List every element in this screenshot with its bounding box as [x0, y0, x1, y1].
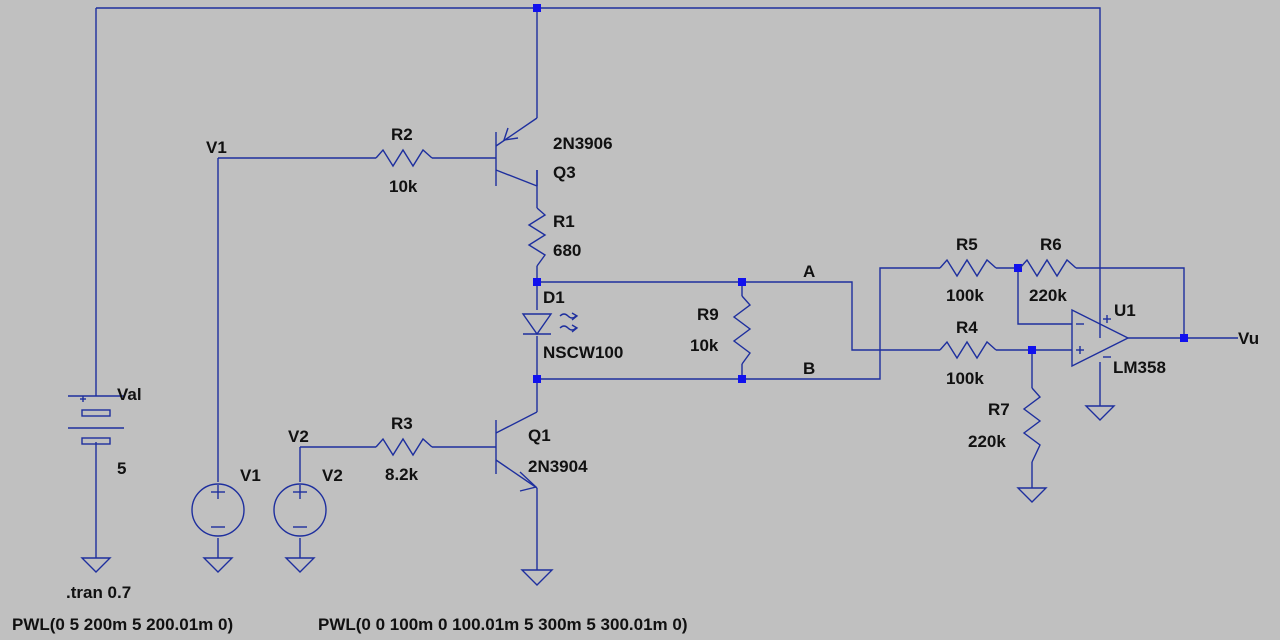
label-r5-value: 100k — [946, 286, 984, 305]
label-r6-value: 220k — [1029, 286, 1067, 305]
label-net-b: B — [803, 359, 815, 378]
wire-inv-input — [1017, 268, 1072, 325]
junction-top — [533, 4, 541, 12]
wire-top-rail — [96, 7, 1101, 338]
ground-r7 — [1016, 487, 1048, 503]
label-v1-name: V1 — [240, 466, 261, 485]
label-r1-name: R1 — [553, 212, 575, 231]
resistor-r1[interactable] — [527, 207, 547, 267]
wire-net-a — [537, 281, 940, 351]
label-net-v2: V2 — [288, 427, 309, 446]
label-r2-name: R2 — [391, 125, 413, 144]
junctions — [533, 4, 1188, 383]
ground-v2 — [284, 557, 316, 573]
battery-val[interactable] — [68, 395, 124, 445]
label-r7-value: 220k — [968, 432, 1006, 451]
junction-r5-r6 — [1014, 264, 1022, 272]
label-v2-name: V2 — [322, 466, 343, 485]
label-pwl-v1: PWL(0 5 200m 5 200.01m 0) — [12, 615, 233, 634]
resistor-r6[interactable] — [1019, 258, 1077, 278]
label-val-value: 5 — [117, 459, 126, 478]
label-r7-name: R7 — [988, 400, 1010, 419]
ground-val — [80, 557, 112, 573]
junction-node-b-r9 — [738, 375, 746, 383]
wire-r6-out — [1076, 267, 1185, 338]
ground-u1 — [1084, 405, 1116, 421]
labels: R2 10k 2N3906 Q3 R1 680 D1 NSCW100 R9 10… — [12, 125, 1259, 634]
label-d1-model: NSCW100 — [543, 343, 623, 362]
label-q3-model: 2N3906 — [553, 134, 613, 153]
label-r1-value: 680 — [553, 241, 581, 260]
wires — [95, 7, 1238, 570]
junction-output — [1180, 334, 1188, 342]
resistor-r3[interactable] — [375, 437, 433, 457]
label-tran-directive: .tran 0.7 — [66, 583, 131, 602]
transistor-q1[interactable] — [495, 411, 538, 492]
resistor-r2[interactable] — [375, 148, 433, 168]
label-pwl-v2: PWL(0 0 100m 0 100.01m 5 300m 5 300.01m … — [318, 615, 688, 634]
ground-v1 — [202, 557, 234, 573]
label-net-v1: V1 — [206, 138, 227, 157]
label-r6-name: R6 — [1040, 235, 1062, 254]
label-u1-model: LM358 — [1113, 358, 1166, 377]
label-val-name: Val — [117, 385, 142, 404]
led-d1[interactable] — [521, 312, 579, 336]
label-q3-name: Q3 — [553, 163, 576, 182]
label-r3-name: R3 — [391, 414, 413, 433]
voltage-source-v1[interactable] — [191, 483, 245, 537]
label-output-net: Vu — [1238, 329, 1259, 348]
junction-r4-r7 — [1028, 346, 1036, 354]
resistor-r7[interactable] — [1022, 387, 1042, 463]
transistor-q3[interactable] — [495, 117, 538, 187]
label-net-a: A — [803, 262, 815, 281]
label-r9-value: 10k — [690, 336, 719, 355]
label-r2-value: 10k — [389, 177, 418, 196]
resistor-r9[interactable] — [732, 295, 752, 365]
opamp-u1[interactable] — [1071, 308, 1130, 368]
junction-node-a-r9 — [738, 278, 746, 286]
label-r5-name: R5 — [956, 235, 978, 254]
label-r9-name: R9 — [697, 305, 719, 324]
label-u1-name: U1 — [1114, 301, 1136, 320]
label-q1-model: 2N3904 — [528, 457, 588, 476]
voltage-source-v2[interactable] — [273, 483, 327, 537]
resistor-r4[interactable] — [939, 340, 997, 360]
label-d1-name: D1 — [543, 288, 565, 307]
label-r4-value: 100k — [946, 369, 984, 388]
ground-q1 — [520, 569, 554, 586]
junction-node-a-left — [533, 278, 541, 286]
resistor-r5[interactable] — [939, 258, 997, 278]
junction-node-b-left — [533, 375, 541, 383]
wire-net-b — [537, 267, 940, 380]
label-q1-name: Q1 — [528, 426, 551, 445]
label-r4-name: R4 — [956, 318, 978, 337]
label-r3-value: 8.2k — [385, 465, 419, 484]
